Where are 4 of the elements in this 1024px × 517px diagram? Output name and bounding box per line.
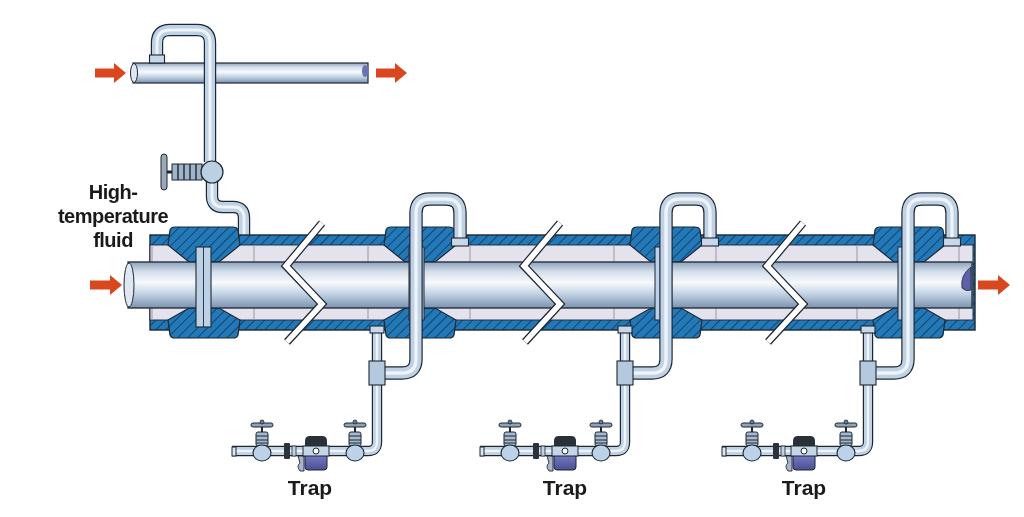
part-label: Trap xyxy=(780,475,828,501)
part-label: Trap xyxy=(286,475,334,501)
part-label: Trap xyxy=(541,475,589,501)
fluid-label: High-temperature fluid xyxy=(56,180,170,252)
